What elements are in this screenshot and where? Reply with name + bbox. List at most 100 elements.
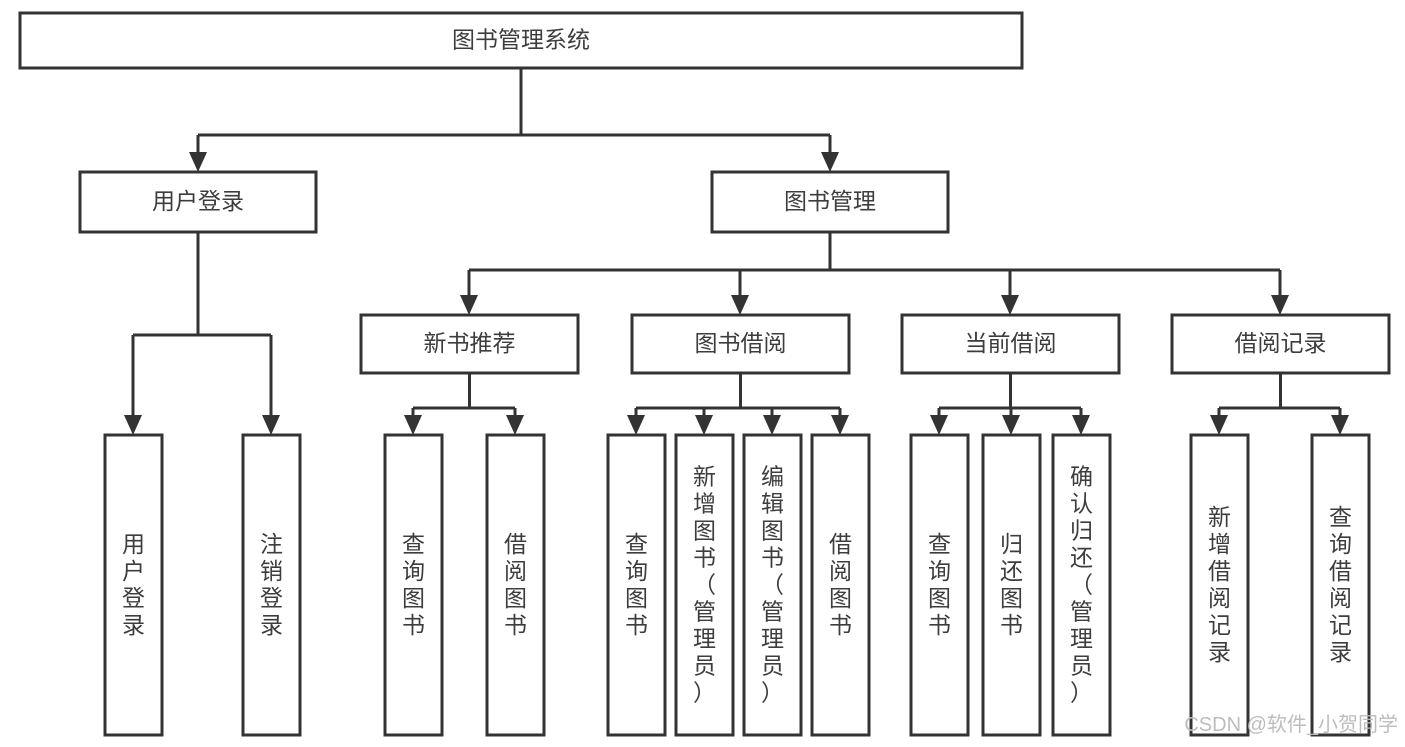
node-box — [1310, 433, 1371, 737]
arrow-head-icon — [731, 295, 749, 315]
arrow-head-icon — [404, 415, 422, 435]
node-label-char: （ — [693, 572, 716, 598]
node-label: 图书管理系统 — [452, 27, 590, 53]
node-label-char: 新 — [1208, 504, 1231, 530]
arrow-head-icon — [1002, 415, 1020, 435]
node-box — [78, 170, 318, 234]
node-box — [674, 433, 735, 737]
arrow-head-icon — [831, 415, 849, 435]
node-label-char: 理 — [761, 626, 784, 652]
node-label-char: 图 — [829, 585, 852, 611]
node-label-char: 图 — [402, 585, 425, 611]
node-label-char: 查 — [625, 531, 648, 557]
node-label-char: ） — [761, 680, 784, 706]
node-box — [103, 433, 164, 737]
node-label-char: （ — [761, 572, 784, 598]
connector-borrow-children — [627, 373, 849, 435]
node-label-char: 认 — [1070, 491, 1093, 517]
arrow-head-icon — [930, 415, 948, 435]
node-level3-2[interactable]: 当前借阅 — [900, 313, 1121, 375]
connector-layer — [124, 68, 1349, 435]
node-layer: 图书管理系统用户登录图书管理新书推荐图书借阅当前借阅借阅记录用户登录注销登录查询… — [18, 11, 1391, 737]
node-label-char: 阅 — [1329, 585, 1352, 611]
node-label: 借阅记录 — [1235, 330, 1327, 356]
arrow-head-icon — [695, 415, 713, 435]
node-level2-1[interactable]: 图书管理 — [710, 170, 950, 234]
node-box — [981, 433, 1042, 737]
node-label-char: 询 — [1329, 531, 1352, 557]
arrow-head-icon — [506, 415, 524, 435]
node-label: 用户登录 — [152, 188, 244, 214]
node-label-char: 归 — [1070, 518, 1093, 544]
node-level3-3[interactable]: 借阅记录 — [1170, 313, 1391, 375]
node-label-char: 查 — [402, 531, 425, 557]
node-box — [710, 170, 950, 234]
node-label-char: 增 — [1208, 531, 1231, 557]
node-level3-1[interactable]: 图书借阅 — [630, 313, 851, 375]
node-box — [606, 433, 667, 737]
node-label-char: 图 — [504, 585, 527, 611]
node-box — [241, 433, 302, 737]
connector-newbook-children — [404, 373, 524, 435]
arrow-head-icon — [262, 415, 280, 435]
arrow-head-icon — [189, 152, 207, 172]
node-label-char: 询 — [402, 558, 425, 584]
node-box — [1170, 313, 1391, 375]
node-label-char: 管 — [761, 599, 784, 625]
node-label-char: 员 — [761, 653, 784, 679]
node-label-char: 图 — [1000, 585, 1023, 611]
node-level3-0[interactable]: 新书推荐 — [359, 313, 580, 375]
node-label-char: 用 — [122, 531, 145, 557]
node-label-char: 录 — [122, 612, 145, 638]
node-box — [742, 433, 803, 737]
node-box — [1051, 433, 1112, 737]
node-label: 新书推荐 — [424, 330, 516, 356]
node-root-0[interactable]: 图书管理系统 — [18, 11, 1024, 70]
node-label-char: 书 — [625, 612, 648, 638]
node-label-char: （ — [1070, 572, 1093, 598]
node-box — [359, 313, 580, 375]
node-label-char: 登 — [260, 585, 283, 611]
node-label-char: 员 — [693, 653, 716, 679]
arrow-head-icon — [821, 152, 839, 172]
node-label-char: 阅 — [504, 558, 527, 584]
node-leaf-0[interactable]: 用户登录 — [103, 433, 164, 737]
node-label-char: 阅 — [829, 558, 852, 584]
node-box — [383, 433, 444, 737]
connector-userlogin-children — [124, 232, 280, 435]
node-label-char: 注 — [260, 531, 283, 557]
node-label-char: 登 — [122, 585, 145, 611]
arrow-head-icon — [627, 415, 645, 435]
node-label: 当前借阅 — [965, 330, 1057, 356]
node-box — [909, 433, 970, 737]
node-label-char: 书 — [402, 612, 425, 638]
node-label-char: 图 — [761, 518, 784, 544]
node-label-char: 归 — [1000, 531, 1023, 557]
node-label-char: 书 — [1000, 612, 1023, 638]
node-label-char: 书 — [928, 612, 951, 638]
node-label-char: 记 — [1329, 612, 1352, 638]
node-label-char: 录 — [260, 612, 283, 638]
node-label-char: ） — [693, 680, 716, 706]
node-label-char: 理 — [1070, 626, 1093, 652]
node-level2-0[interactable]: 用户登录 — [78, 170, 318, 234]
node-label-char: 还 — [1070, 545, 1093, 571]
node-box — [810, 433, 871, 737]
connector-root-to-level2 — [189, 68, 839, 172]
node-label-char: 管 — [1070, 599, 1093, 625]
node-box — [485, 433, 546, 737]
